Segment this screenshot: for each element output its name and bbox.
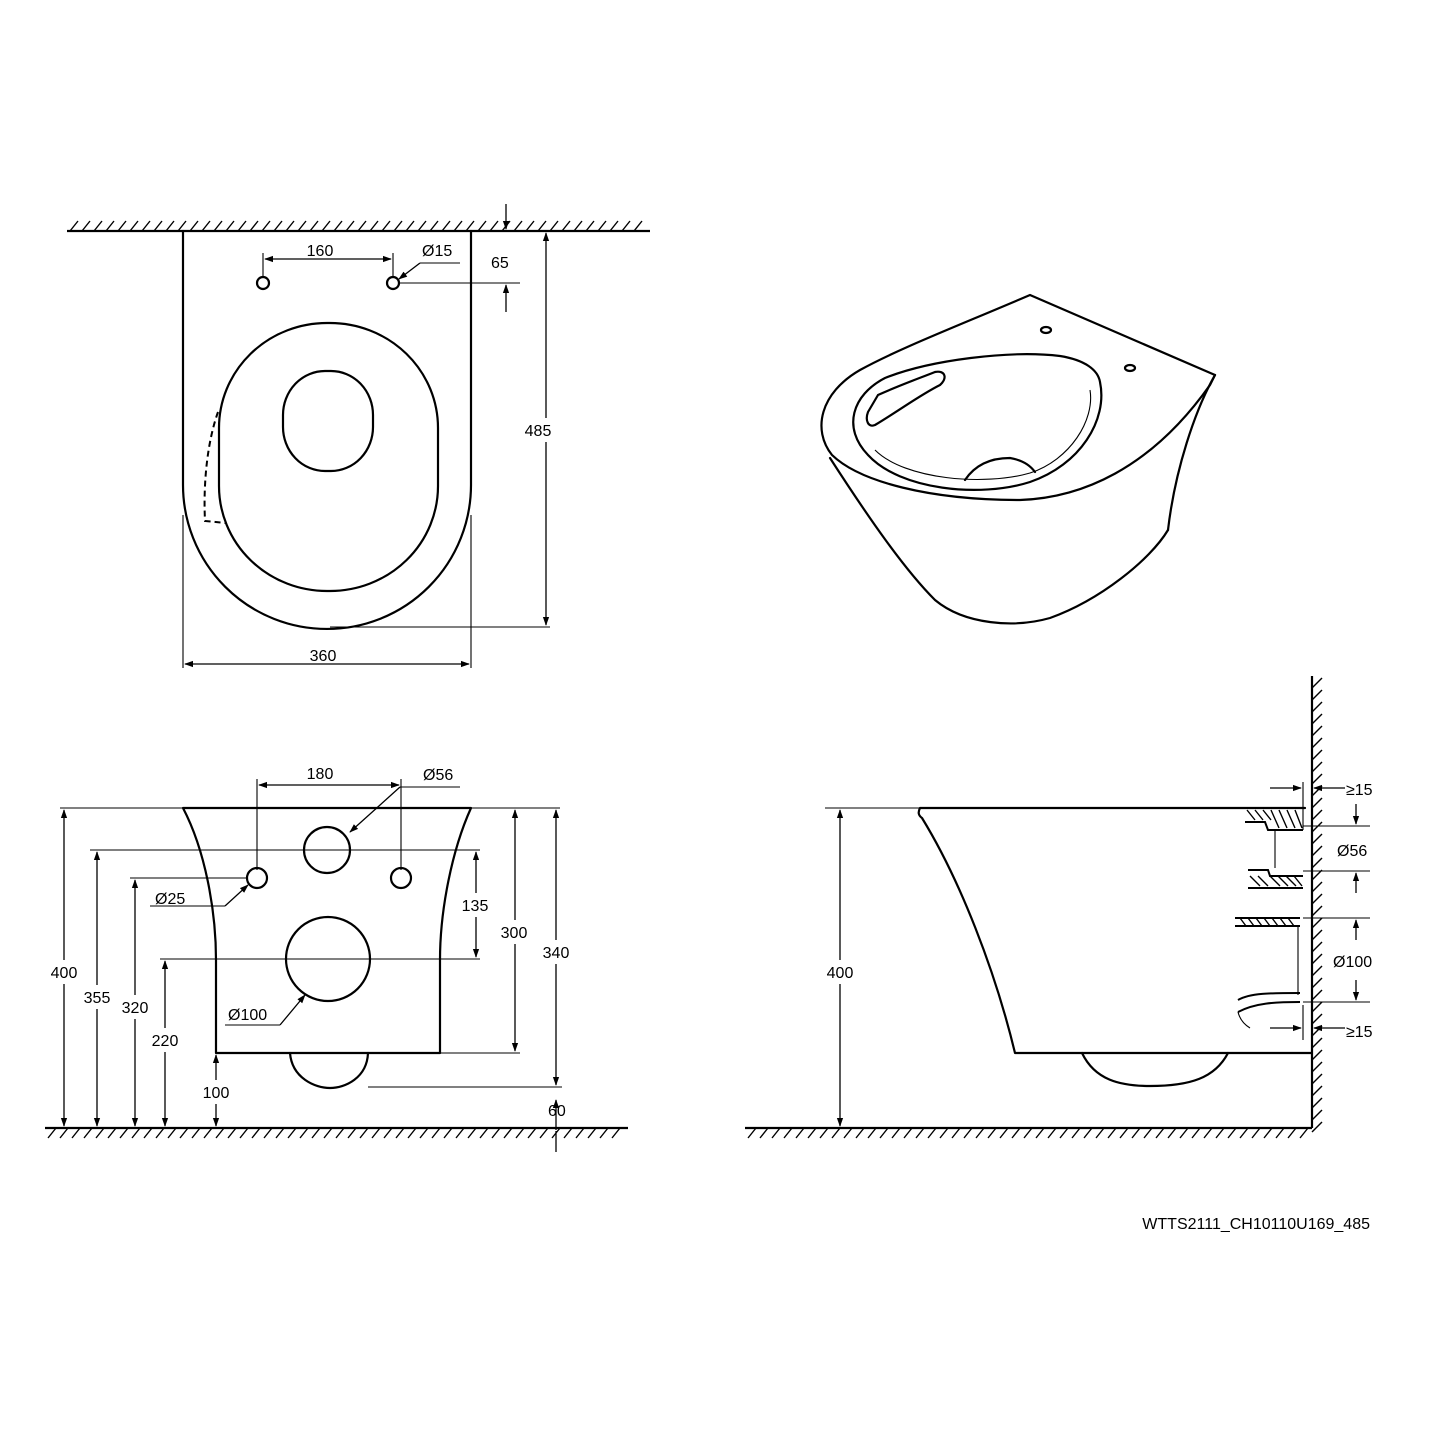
side-wall (1310, 676, 1323, 1133)
dim-160: 160 (307, 243, 334, 260)
dim-485: 485 (525, 423, 552, 440)
dim-220: 220 (152, 1033, 179, 1050)
dim-o15: Ø15 (422, 243, 452, 260)
dim-o25: Ø25 (155, 891, 185, 908)
fixing-hole-right (385, 275, 401, 291)
dim-side-o100: Ø100 (1333, 954, 1372, 971)
dim-100: 100 (203, 1085, 230, 1102)
fixing-hole-left (255, 275, 271, 291)
dim-65: 65 (491, 255, 509, 272)
dim-gap-top: ≥15 (1346, 782, 1373, 799)
dim-front-o100: Ø100 (228, 1007, 267, 1024)
model-code: WTTS2111_CH10110U169_485 (1142, 1216, 1370, 1233)
dim-gap-bottom: ≥15 (1346, 1024, 1373, 1041)
front-view: 180 Ø56 Ø25 Ø100 (45, 766, 628, 1152)
dim-front-o56: Ø56 (423, 767, 453, 784)
dim-front-400: 400 (51, 965, 78, 982)
dim-180: 180 (307, 766, 334, 783)
top-view-outline (181, 229, 473, 631)
dim-355: 355 (84, 990, 111, 1007)
top-view: 160 Ø15 65 485 360 (67, 204, 650, 668)
side-view: 400 ≥15 Ø56 Ø100 ≥15 (745, 676, 1373, 1139)
seat-outer (217, 321, 440, 593)
bolt-hole-left (245, 866, 269, 890)
top-wall (67, 220, 650, 233)
side-view-outline (917, 806, 1314, 1055)
bowl-opening (281, 369, 375, 473)
dim-300: 300 (501, 925, 528, 942)
dim-320: 320 (122, 1000, 149, 1017)
front-view-outline (181, 806, 473, 1055)
side-floor (745, 1126, 1312, 1139)
front-floor (45, 1126, 628, 1139)
dim-340: 340 (543, 945, 570, 962)
dim-side-o56: Ø56 (1337, 843, 1367, 860)
dim-side-400: 400 (827, 965, 854, 982)
isometric-view (820, 293, 1217, 625)
bolt-hole-right (389, 866, 413, 890)
hinge-dashed (203, 411, 227, 524)
dim-60: 60 (548, 1103, 566, 1120)
dim-135: 135 (462, 898, 489, 915)
dim-360: 360 (310, 648, 337, 665)
